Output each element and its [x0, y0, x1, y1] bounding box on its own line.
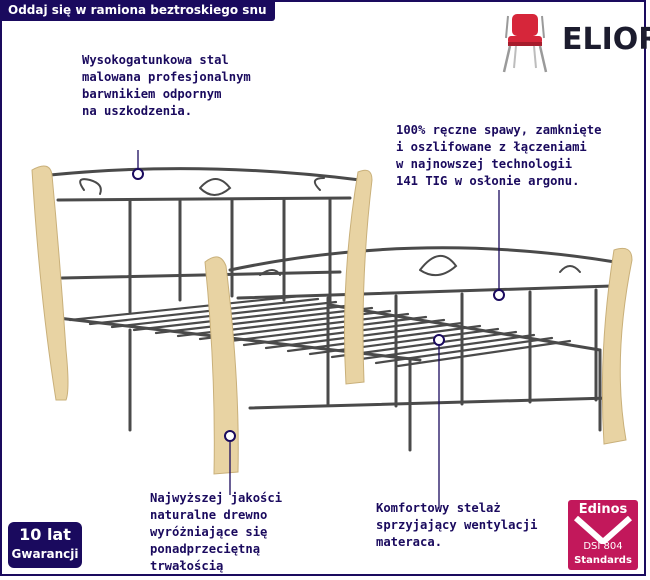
callout-wood: Najwyższej jakości naturalne drewno wyró…: [150, 491, 283, 573]
certificate-check-icon: [574, 516, 632, 544]
brand-name: ELIOR: [562, 22, 650, 57]
bed-illustration: [31, 150, 633, 508]
page-title: Oddaj się w ramiona beztroskiego snu: [0, 0, 275, 21]
warranty-years: 10 lat: [19, 525, 71, 544]
callout-welds: 100% ręczne spawy, zamknięte i oszlifowa…: [396, 123, 602, 188]
callout-frame: Komfortowy stelaż sprzyjający wentylacji…: [376, 501, 538, 549]
callout-steel: Wysokogatunkowa stal malowana profesjona…: [82, 53, 251, 118]
warranty-badge: 10 lat Gwarancji: [8, 522, 82, 568]
certificate-badge: Edinos DSI 804 Standards: [568, 500, 638, 570]
certificate-subtitle: Standards: [574, 555, 632, 566]
certificate-code: DSI 804: [583, 541, 623, 552]
warranty-label: Gwarancji: [11, 547, 79, 561]
certificate-title: Edinos: [578, 502, 628, 517]
chair-logo-icon: [502, 14, 548, 73]
